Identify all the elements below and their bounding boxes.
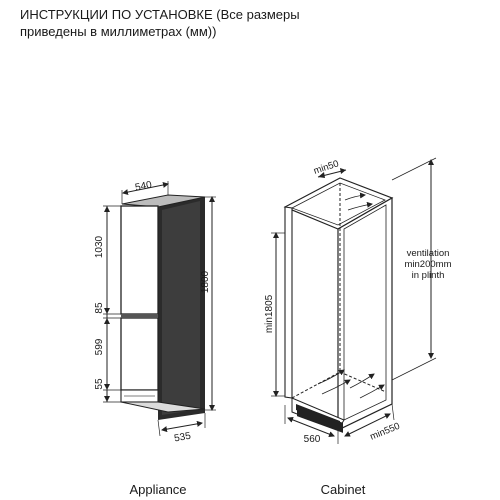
dim-min550-label: min550 bbox=[369, 421, 402, 443]
title-line-2: приведены в миллиметрах (мм)) bbox=[20, 24, 217, 39]
appliance-lower-door bbox=[120, 317, 159, 391]
dim-540-label: 540 bbox=[134, 179, 153, 193]
dim-1800-label: 1800 bbox=[200, 270, 211, 293]
dim-min1805-label: min1805 bbox=[264, 294, 275, 333]
page-title: ИНСТРУКЦИИ ПО УСТАНОВКЕ (Все размеры при… bbox=[20, 6, 490, 40]
dim-85-label: 85 bbox=[94, 302, 105, 314]
dim-599-label: 599 bbox=[94, 338, 105, 355]
title-line-1: ИНСТРУКЦИИ ПО УСТАНОВКЕ (Все размеры bbox=[20, 7, 300, 22]
cabinet-drawing: min50 min1805 ventilation min200mm in pl… bbox=[264, 157, 452, 497]
appliance-upper-door bbox=[120, 205, 159, 315]
dim-55-label: 55 bbox=[94, 378, 105, 390]
ventilation-label-line-1: ventilation bbox=[407, 248, 450, 259]
ventilation-label-line-3: in plinth bbox=[412, 270, 445, 281]
cabinet-left-panel bbox=[284, 206, 293, 399]
appliance-plinth bbox=[120, 401, 206, 413]
cabinet-caption: Cabinet bbox=[321, 482, 366, 497]
ventilation-label-line-2: min200mm bbox=[405, 259, 452, 270]
dim-535-label: 535 bbox=[173, 431, 192, 445]
appliance-door-gap bbox=[121, 314, 158, 318]
appliance-side-panel-shade bbox=[162, 201, 200, 415]
dim-1030-label: 1030 bbox=[94, 235, 105, 258]
appliance-caption: Appliance bbox=[129, 482, 186, 497]
dim-min50-label: min50 bbox=[312, 158, 340, 176]
dim-560-label: 560 bbox=[304, 434, 321, 445]
appliance-drawing: 540 1800 1030 85 599 55 535 Appliance bbox=[94, 179, 216, 497]
